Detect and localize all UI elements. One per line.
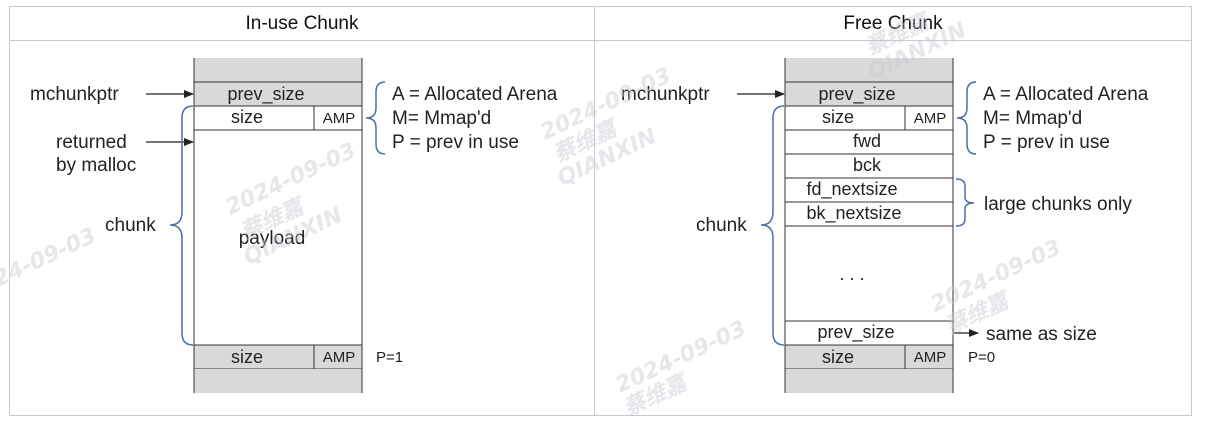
free-unused-cell (784, 225, 954, 322)
free-top-grey (785, 58, 953, 82)
free-p-flag: P=0 (968, 349, 995, 366)
free-chunk-label: chunk (696, 215, 747, 236)
inuse-legend-p: P = prev in use (392, 132, 519, 153)
inuse-returned-label-2: by malloc (56, 155, 136, 176)
inuse-amp-label: AMP (323, 110, 356, 127)
free-large-note: large chunks only (984, 194, 1132, 215)
inuse-bottom-grey (194, 369, 362, 393)
free-legend-m: M= Mmap'd (983, 108, 1082, 129)
inuse-legend-brace (365, 81, 386, 155)
table-frame (9, 6, 1192, 416)
free-next-amp-label: AMP (914, 349, 947, 366)
inuse-p-flag: P=1 (376, 349, 403, 366)
free-chunk-column: prev_size size AMP fwd bck fd_nextsize b… (621, 58, 1149, 393)
inuse-size-label: size (231, 107, 263, 127)
inuse-prev-size-label: prev_size (227, 84, 304, 105)
free-mchunkptr-label: mchunkptr (621, 84, 710, 105)
inuse-top-grey (194, 58, 362, 82)
inuse-payload-label: payload (239, 228, 306, 249)
header-free: Free Chunk (843, 13, 943, 34)
free-large-brace (955, 178, 975, 227)
inuse-next-amp-cell (313, 344, 363, 370)
inuse-chunk-label: chunk (105, 215, 156, 236)
free-prev-size-label: prev_size (818, 84, 895, 105)
free-bottom-grey (785, 369, 953, 393)
inuse-legend-a: A = Allocated Arena (392, 84, 558, 105)
watermark-date-6: 2024-09-03 (0, 223, 100, 305)
free-fwd-cell (784, 129, 954, 155)
header-inuse: In-use Chunk (245, 13, 359, 34)
free-tail-prev-size-label: prev_size (817, 322, 894, 343)
inuse-next-amp-label: AMP (323, 349, 356, 366)
free-next-size-label: size (822, 347, 854, 367)
free-size-label: size (822, 107, 854, 127)
free-dots: . . . (839, 264, 864, 284)
inuse-next-size-label: size (231, 347, 263, 367)
free-bck-label: bck (853, 155, 882, 175)
free-next-amp-cell (904, 344, 954, 370)
free-bk-nextsize-cell (784, 201, 954, 227)
free-fd-nextsize-label: fd_nextsize (806, 179, 897, 200)
free-legend-a: A = Allocated Arena (983, 84, 1149, 105)
inuse-legend-m: M= Mmap'd (392, 108, 491, 129)
inuse-returned-label-1: returned (56, 132, 127, 153)
free-same-as-size: same as size (986, 324, 1097, 345)
free-fd-nextsize-cell (784, 177, 954, 203)
free-amp-cell (904, 105, 954, 131)
inuse-chunk-column: prev_size size AMP payload size AMP P=1 … (30, 58, 558, 393)
free-bk-nextsize-label: bk_nextsize (806, 203, 901, 224)
free-chunk-brace (760, 105, 785, 346)
free-amp-label: AMP (914, 110, 947, 127)
free-legend-brace (956, 81, 977, 155)
free-bck-cell (784, 153, 954, 179)
inuse-chunk-brace (169, 105, 194, 346)
free-fwd-label: fwd (853, 131, 881, 151)
free-legend-p: P = prev in use (983, 132, 1110, 153)
inuse-mchunkptr-label: mchunkptr (30, 84, 119, 105)
